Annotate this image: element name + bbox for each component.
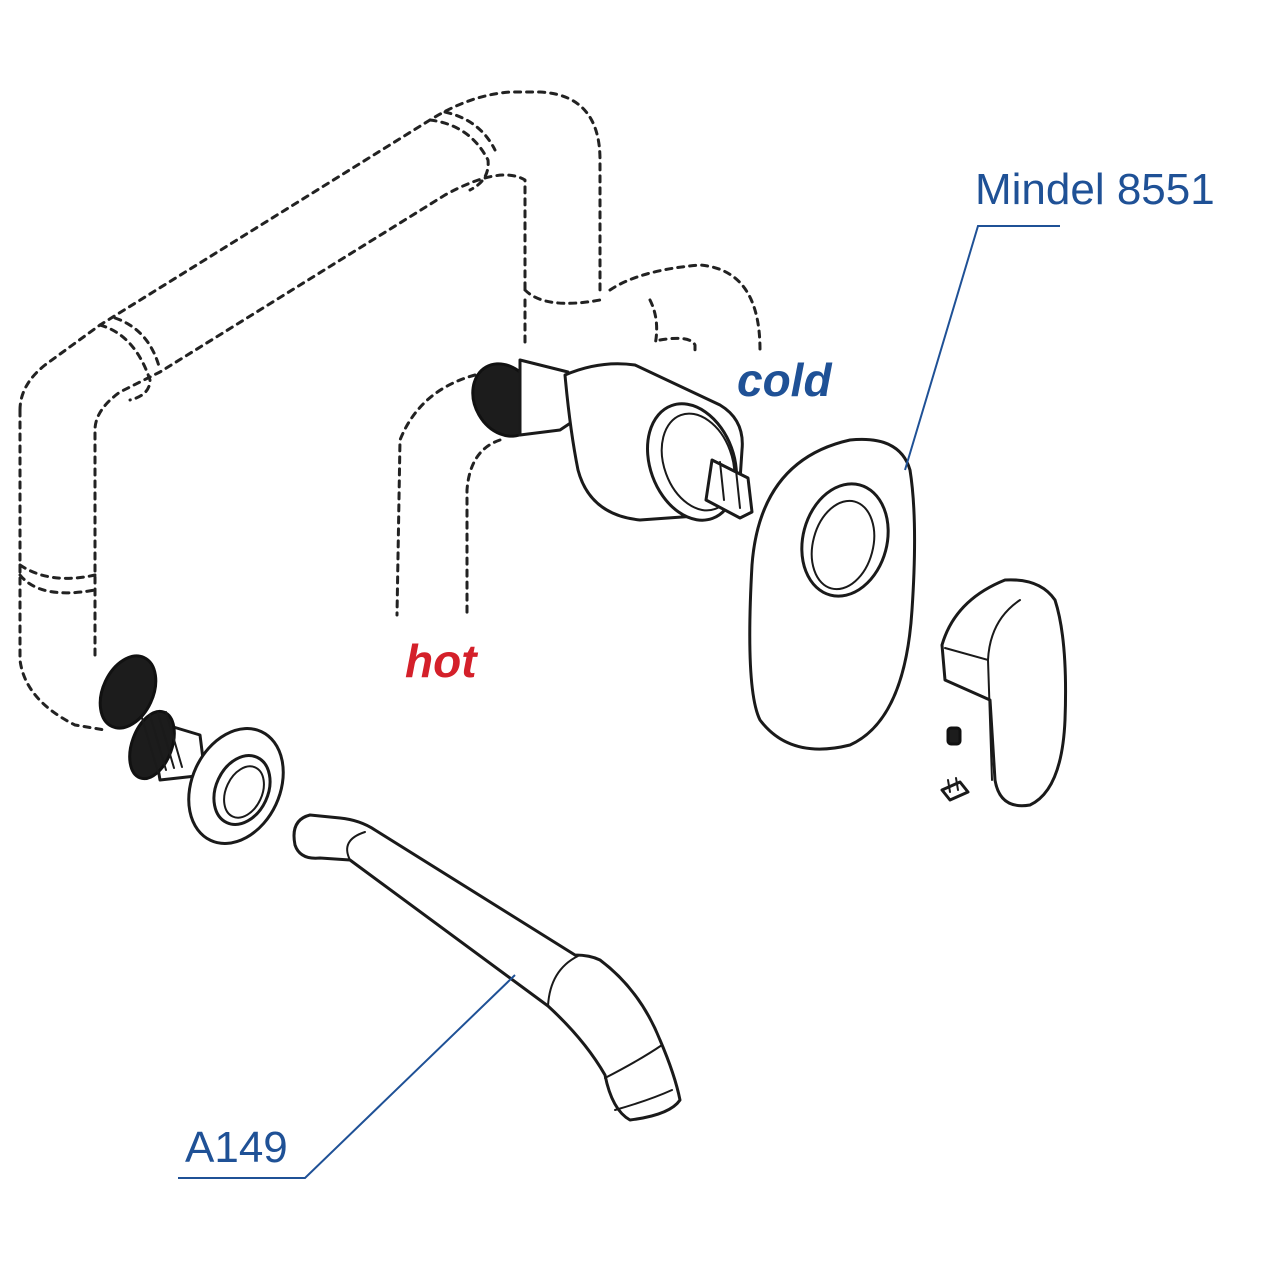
label-hot: hot xyxy=(405,635,478,687)
grub-screw xyxy=(946,726,962,746)
wall-flange-ring xyxy=(187,727,285,845)
label-spout-model: A149 xyxy=(185,1123,288,1172)
concealed-pipework xyxy=(18,90,762,732)
screw-insert xyxy=(940,777,970,802)
leader-line-mixer xyxy=(904,225,1060,471)
label-cold: cold xyxy=(737,354,832,406)
spout-a149 xyxy=(292,813,682,1122)
threaded-nipple xyxy=(128,709,207,782)
leader-line-spout xyxy=(178,974,516,1179)
label-mixer-model: Mindel 8551 xyxy=(975,165,1215,214)
outlet-cap-dark xyxy=(98,654,158,730)
escutcheon-plate xyxy=(748,437,917,751)
lever-handle xyxy=(940,578,1068,808)
mixer-valve-body xyxy=(471,358,754,522)
